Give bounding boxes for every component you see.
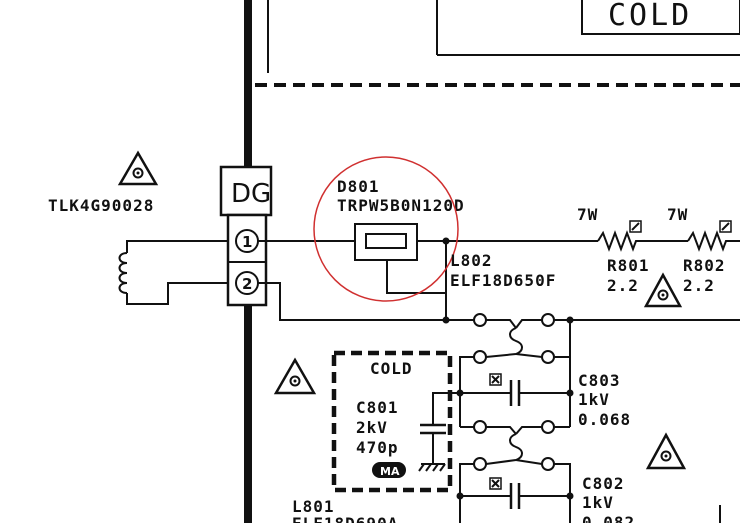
top-cold-region: COLD xyxy=(436,0,740,56)
highlight-circle xyxy=(313,156,459,302)
caution-triangle-icon xyxy=(117,150,159,186)
d801-ref: D801 xyxy=(337,177,380,196)
c802-ref: C802 xyxy=(582,474,625,493)
dg-connector: DG 1 2 xyxy=(219,165,273,307)
c803-ref: C803 xyxy=(578,371,621,390)
c802-capacitor xyxy=(456,477,574,523)
l801-ref: L801 xyxy=(292,497,335,516)
r801-watt: 7W xyxy=(577,205,598,224)
pin1-label: 1 xyxy=(242,233,252,251)
l801-line-filter xyxy=(459,393,571,496)
c801-capacitance: 470p xyxy=(356,438,399,457)
c801-ref: C801 xyxy=(356,398,399,417)
caution-triangle-icon xyxy=(273,357,317,395)
c802-voltage: 1kV xyxy=(582,493,614,512)
l802-line-filter xyxy=(442,293,740,393)
r802-watt: 7W xyxy=(667,205,688,224)
c803-capacitor xyxy=(456,373,574,406)
l802-ref: L802 xyxy=(450,251,493,270)
r801-ref: R801 xyxy=(607,256,650,275)
r802-value: 2.2 xyxy=(683,276,715,295)
l801-part: ELF18D690A xyxy=(292,514,398,523)
r801-value: 2.2 xyxy=(607,276,639,295)
c801-voltage: 2kV xyxy=(356,418,388,437)
dg-label: DG xyxy=(231,179,271,209)
c801-badge xyxy=(372,462,406,478)
c801-badge-text: MA xyxy=(380,465,400,478)
l802-part: ELF18D650F xyxy=(450,271,556,290)
part-tlk-label: TLK4G90028 xyxy=(48,196,154,215)
pin2-label: 2 xyxy=(242,275,252,293)
caution-triangle-icon xyxy=(643,272,683,308)
cold-region-box: COLD C801 2kV 470p MA xyxy=(331,350,453,493)
degauss-coil xyxy=(118,240,228,305)
d801-part: TRPW5B0N120D xyxy=(337,196,465,215)
r802-ref: R802 xyxy=(683,256,726,275)
top-cold-label: COLD xyxy=(608,0,692,33)
c802-capacitance: 0.082 xyxy=(582,513,635,523)
c803-voltage: 1kV xyxy=(578,390,610,409)
cold-label: COLD xyxy=(370,359,413,378)
caution-triangle-icon xyxy=(645,432,687,470)
r802-resistor xyxy=(687,220,740,252)
d801-posistor xyxy=(354,223,447,294)
c803-capacitance: 0.068 xyxy=(578,410,631,429)
r801-resistor xyxy=(597,220,688,252)
